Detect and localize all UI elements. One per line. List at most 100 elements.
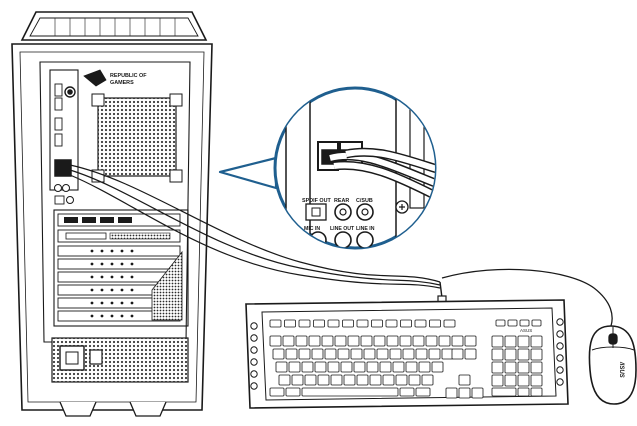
- keyboard-key: [402, 348, 415, 360]
- keyboard-key: [291, 374, 304, 386]
- tower-logo-line1: REPUBLIC OF: [110, 73, 147, 79]
- keyboard-key: [428, 348, 441, 360]
- keyboard-key: [429, 319, 441, 328]
- keyboard-key: [373, 335, 386, 347]
- keyboard-key: [431, 361, 444, 373]
- keyboard-key: [491, 374, 504, 387]
- keyboard-key: [337, 348, 350, 360]
- keyboard-key: [360, 335, 373, 347]
- keyboard-key: [324, 348, 337, 360]
- power-switch-icon: [89, 349, 103, 365]
- audio-port-cluster: [54, 159, 72, 177]
- keyboard-key: [317, 374, 330, 386]
- expansion-slot-covers: [57, 245, 181, 322]
- keyboard-key: [458, 374, 471, 386]
- tower-logo-line2: GAMERS: [110, 80, 134, 86]
- keyboard-key: [491, 348, 504, 361]
- keyboard-key: [298, 319, 311, 328]
- keyboard-key: [301, 361, 314, 373]
- keyboard-key: [269, 319, 282, 328]
- keyboard-brand: ASUS: [520, 328, 532, 333]
- keyboard-key: [347, 335, 360, 347]
- keyboard-key: [327, 319, 340, 328]
- keyboard-key: [504, 335, 517, 348]
- keyboard-key: [282, 335, 295, 347]
- keyboard-key: [366, 361, 379, 373]
- keyboard-key: [379, 361, 392, 373]
- keyboard-key: [507, 319, 518, 327]
- keyboard-key: [389, 348, 402, 360]
- keyboard-key: [356, 374, 369, 386]
- keyboard-key: [530, 348, 543, 361]
- keyboard-key: [285, 348, 298, 360]
- keyboard-key: [269, 335, 282, 347]
- keyboard-key: [321, 335, 334, 347]
- keyboard-key: [491, 387, 517, 397]
- keyboard-key: [412, 335, 425, 347]
- keyboard-key: [313, 319, 325, 328]
- mouse: [588, 325, 637, 405]
- keyboard-key: [425, 335, 438, 347]
- keyboard-key: [441, 348, 454, 360]
- keyboard-key: [530, 335, 543, 348]
- keyboard-key: [530, 374, 543, 387]
- keyboard-key: [408, 374, 421, 386]
- keyboard-key: [491, 361, 504, 374]
- keyboard-key: [304, 374, 317, 386]
- keyboard-key: [269, 387, 285, 397]
- label-spdif-out: SPDIF OUT: [302, 198, 331, 204]
- keyboard-key: [530, 361, 543, 374]
- keyboard-key: [343, 374, 356, 386]
- rog-logo-icon: [83, 69, 107, 87]
- keyboard-key: [376, 348, 389, 360]
- keyboard-key: [530, 387, 543, 397]
- keyboard-key: [395, 374, 408, 386]
- keyboard-key: [275, 361, 288, 373]
- keyboard-key: [517, 348, 530, 361]
- keyboard-key: [415, 348, 428, 360]
- keyboard-key: [421, 374, 434, 386]
- keyboard-key: [386, 335, 399, 347]
- keyboard-key: [285, 387, 301, 397]
- keyboard-key: [392, 361, 405, 373]
- keyboard-key: [438, 335, 451, 347]
- keyboard-key: [519, 319, 530, 327]
- keyboard-key: [288, 361, 301, 373]
- keyboard-key: [340, 361, 353, 373]
- keyboard-key: [414, 319, 427, 328]
- keyboard-key: [451, 335, 464, 347]
- keyboard-key: [334, 335, 347, 347]
- keyboard-key: [371, 319, 383, 328]
- callout-magnifier: SPDIF OUT REAR C/SUB MIC IN LINE OUT LIN…: [273, 86, 437, 250]
- label-csub: C/SUB: [356, 198, 373, 204]
- keyboard-key: [451, 348, 464, 360]
- keyboard-key: [415, 387, 431, 397]
- keyboard-key: [464, 335, 477, 347]
- line-in-port: [356, 231, 374, 248]
- keyboard-key: [517, 335, 530, 348]
- keyboard-key: [298, 348, 311, 360]
- mouse-brand: /ISUS: [618, 361, 624, 378]
- keyboard-key: [400, 319, 412, 328]
- scroll-wheel-icon: [608, 333, 618, 345]
- keyboard-key: [504, 361, 517, 374]
- label-line-out: LINE OUT: [330, 226, 355, 232]
- keyboard-key: [330, 374, 343, 386]
- keyboard-key: [405, 361, 418, 373]
- keyboard-key: [301, 387, 399, 397]
- mouse-cable: [441, 268, 613, 327]
- keyboard-key: [308, 335, 321, 347]
- keyboard-key: [504, 348, 517, 361]
- keyboard-key: [445, 387, 458, 399]
- callout-pointer: [218, 156, 278, 190]
- keyboard-key: [314, 361, 327, 373]
- keyboard-key: [272, 348, 285, 360]
- keyboard-key: [342, 319, 354, 328]
- keyboard-key: [311, 348, 324, 360]
- keyboard-key: [495, 319, 506, 327]
- keyboard-key: [491, 335, 504, 348]
- keyboard-key: [353, 361, 366, 373]
- keyboard-key: [517, 361, 530, 374]
- rear-fan-grille: [97, 97, 177, 177]
